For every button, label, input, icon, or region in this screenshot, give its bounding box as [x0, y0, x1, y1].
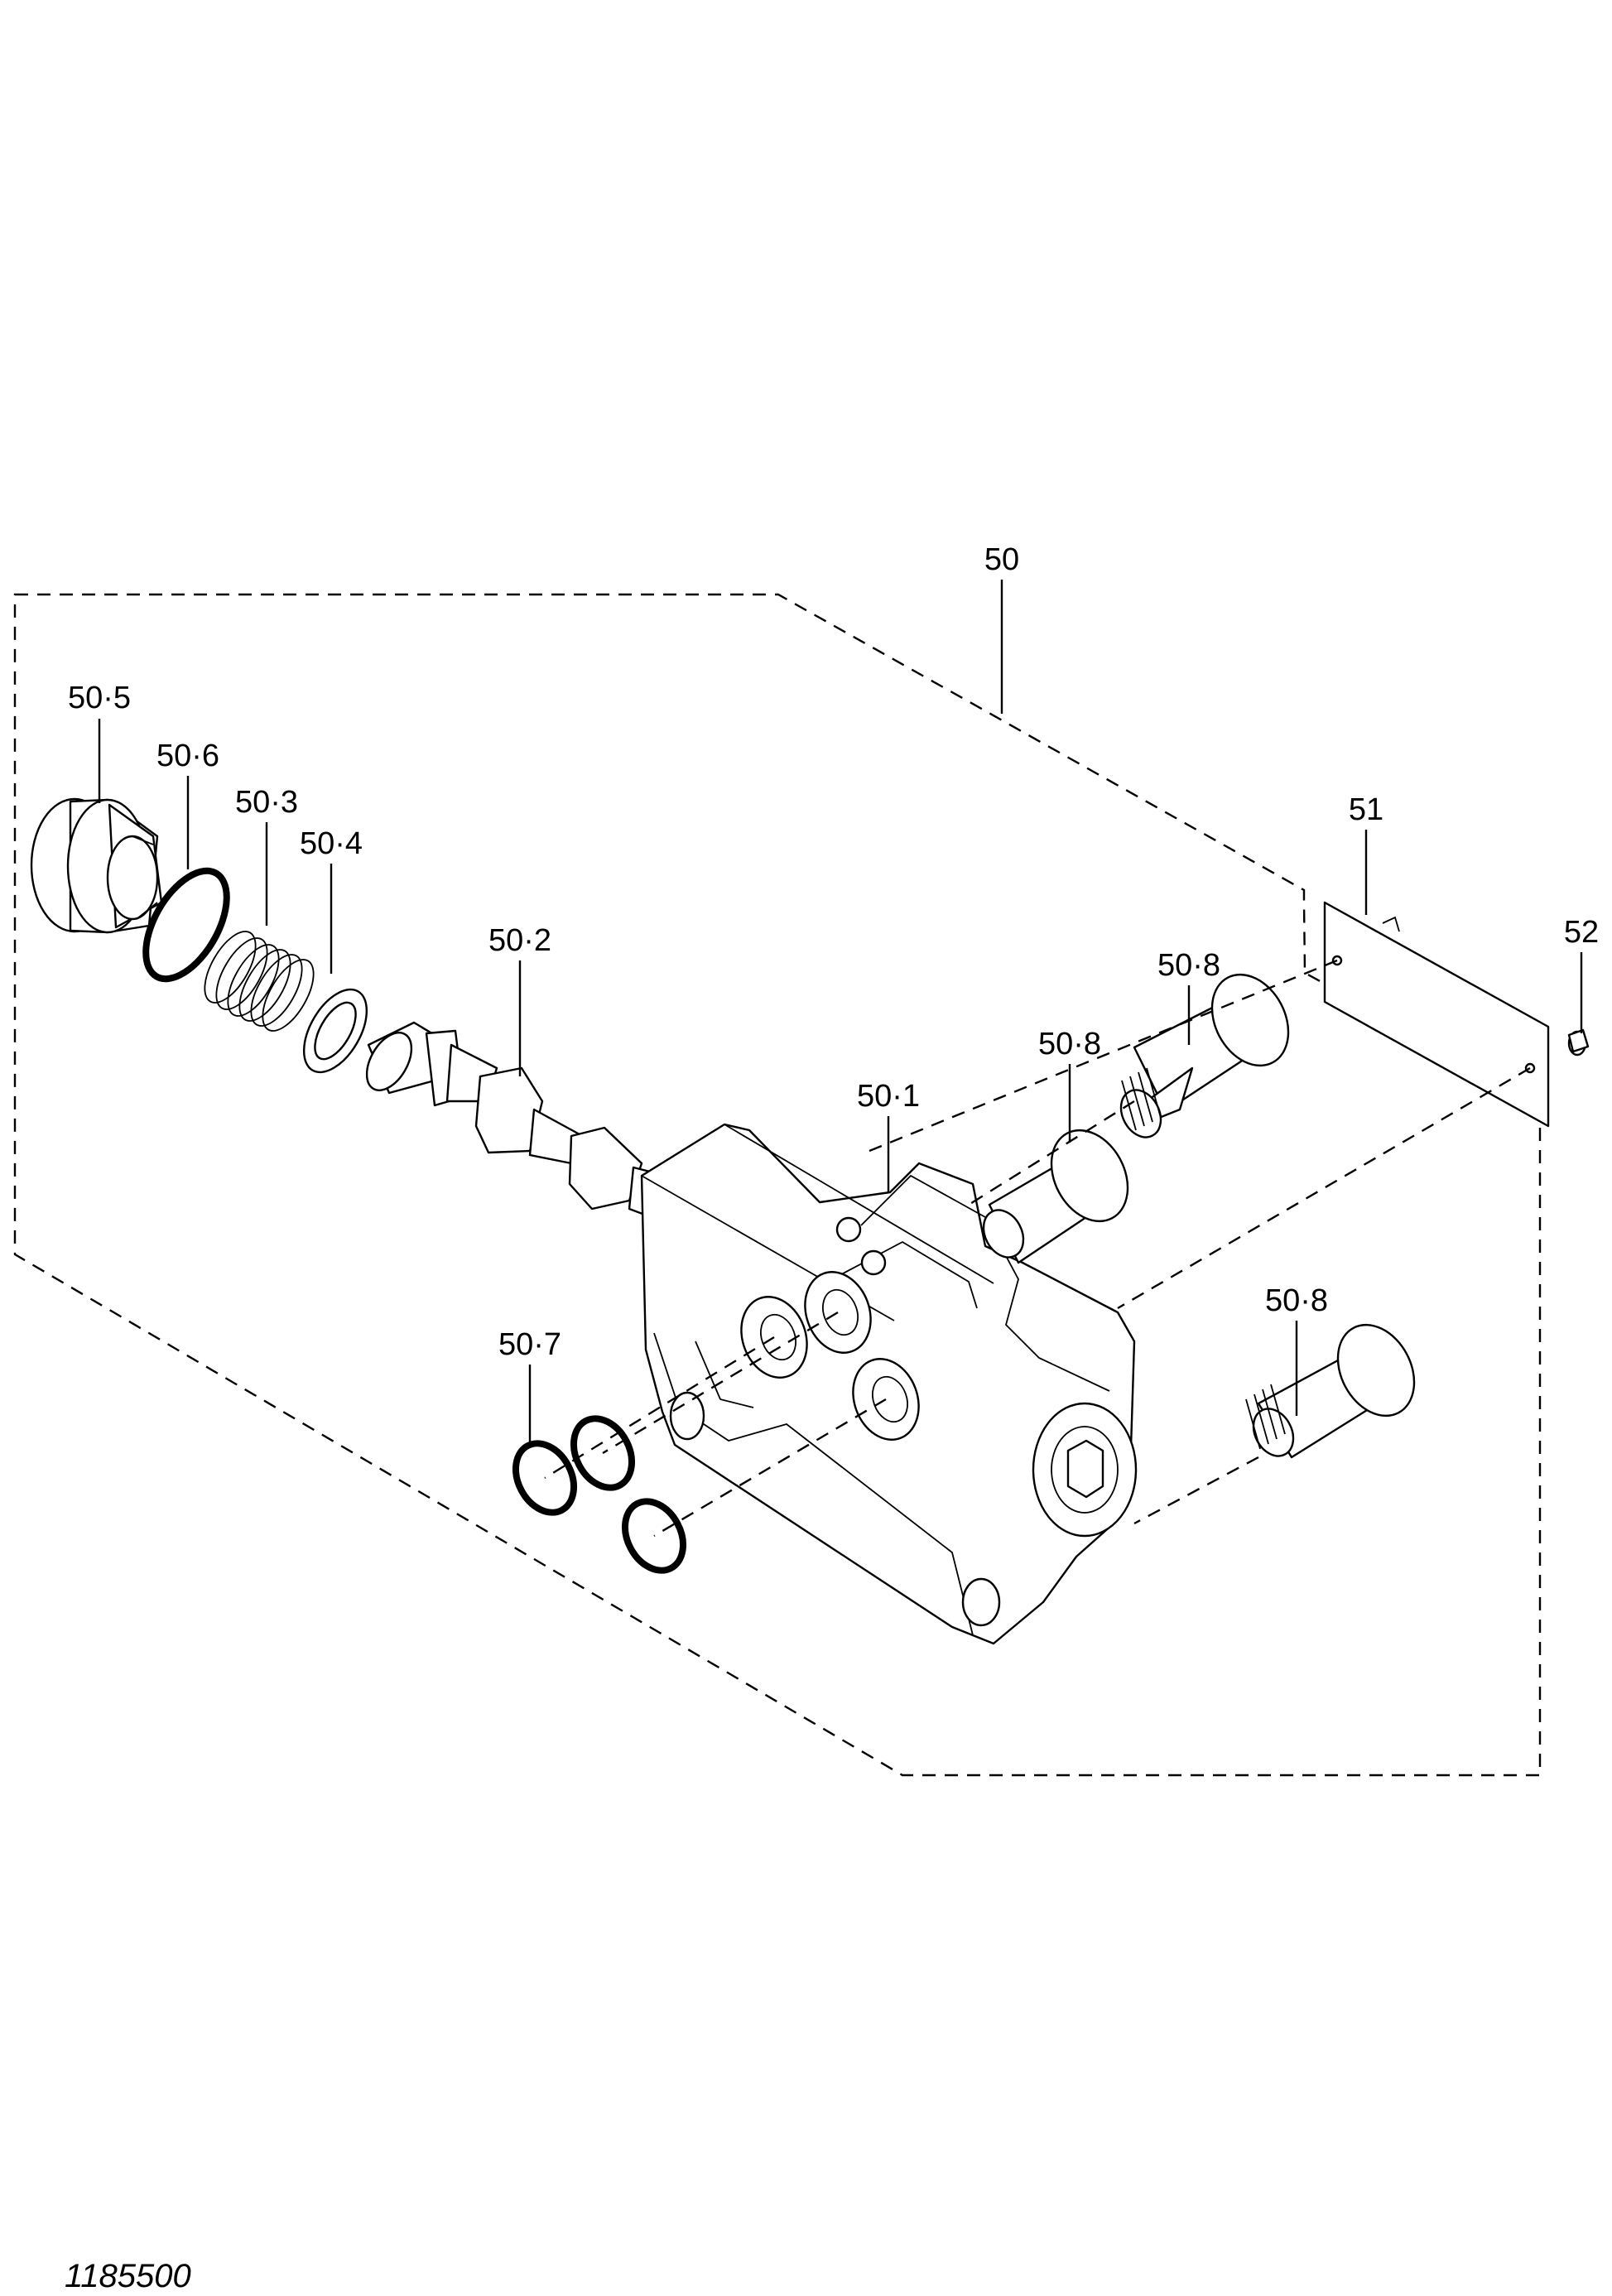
- part-50-7-o-rings: [512, 1415, 687, 1574]
- drawing-number: 1185500: [65, 2258, 191, 2294]
- callout-50-6: 50·6: [156, 739, 219, 773]
- leader-lines: [98, 580, 1583, 1445]
- callout-50-1: 50·1: [857, 1079, 920, 1114]
- callout-50-5: 50·5: [68, 681, 131, 715]
- callout-52: 52: [1564, 915, 1599, 950]
- part-50-3-spring: [204, 931, 315, 1032]
- callout-51: 51: [1349, 792, 1383, 827]
- callout-50-3: 50·3: [235, 785, 298, 820]
- part-50-8-bolt-middle: [982, 1129, 1129, 1264]
- callout-50-7: 50·7: [498, 1327, 561, 1362]
- part-50-8-bolt-lower: [1245, 1323, 1416, 1459]
- part-51-plate: [1323, 901, 1550, 1128]
- callout-50: 50: [984, 542, 1019, 577]
- callout-50-8-middle: 50·8: [1038, 1027, 1101, 1061]
- part-50-1-valve-body: [640, 1123, 1138, 1645]
- part-50-4-washer: [302, 988, 368, 1074]
- callout-50-8-upper: 50·8: [1157, 948, 1220, 983]
- callout-50-2: 50·2: [488, 923, 551, 958]
- assembly-boundary: [13, 593, 1542, 1777]
- part-52-rivet: [1567, 1028, 1590, 1057]
- callout-50-4: 50·4: [300, 826, 363, 861]
- assembly-axes: [544, 959, 1531, 1538]
- part-50-8-bolt-upper: [1119, 973, 1290, 1138]
- part-50-2-spool: [365, 1021, 668, 1223]
- part-50-6-o-ring: [142, 867, 230, 983]
- part-50-5-plug: [30, 797, 163, 934]
- callout-50-8-lower: 50·8: [1265, 1283, 1328, 1318]
